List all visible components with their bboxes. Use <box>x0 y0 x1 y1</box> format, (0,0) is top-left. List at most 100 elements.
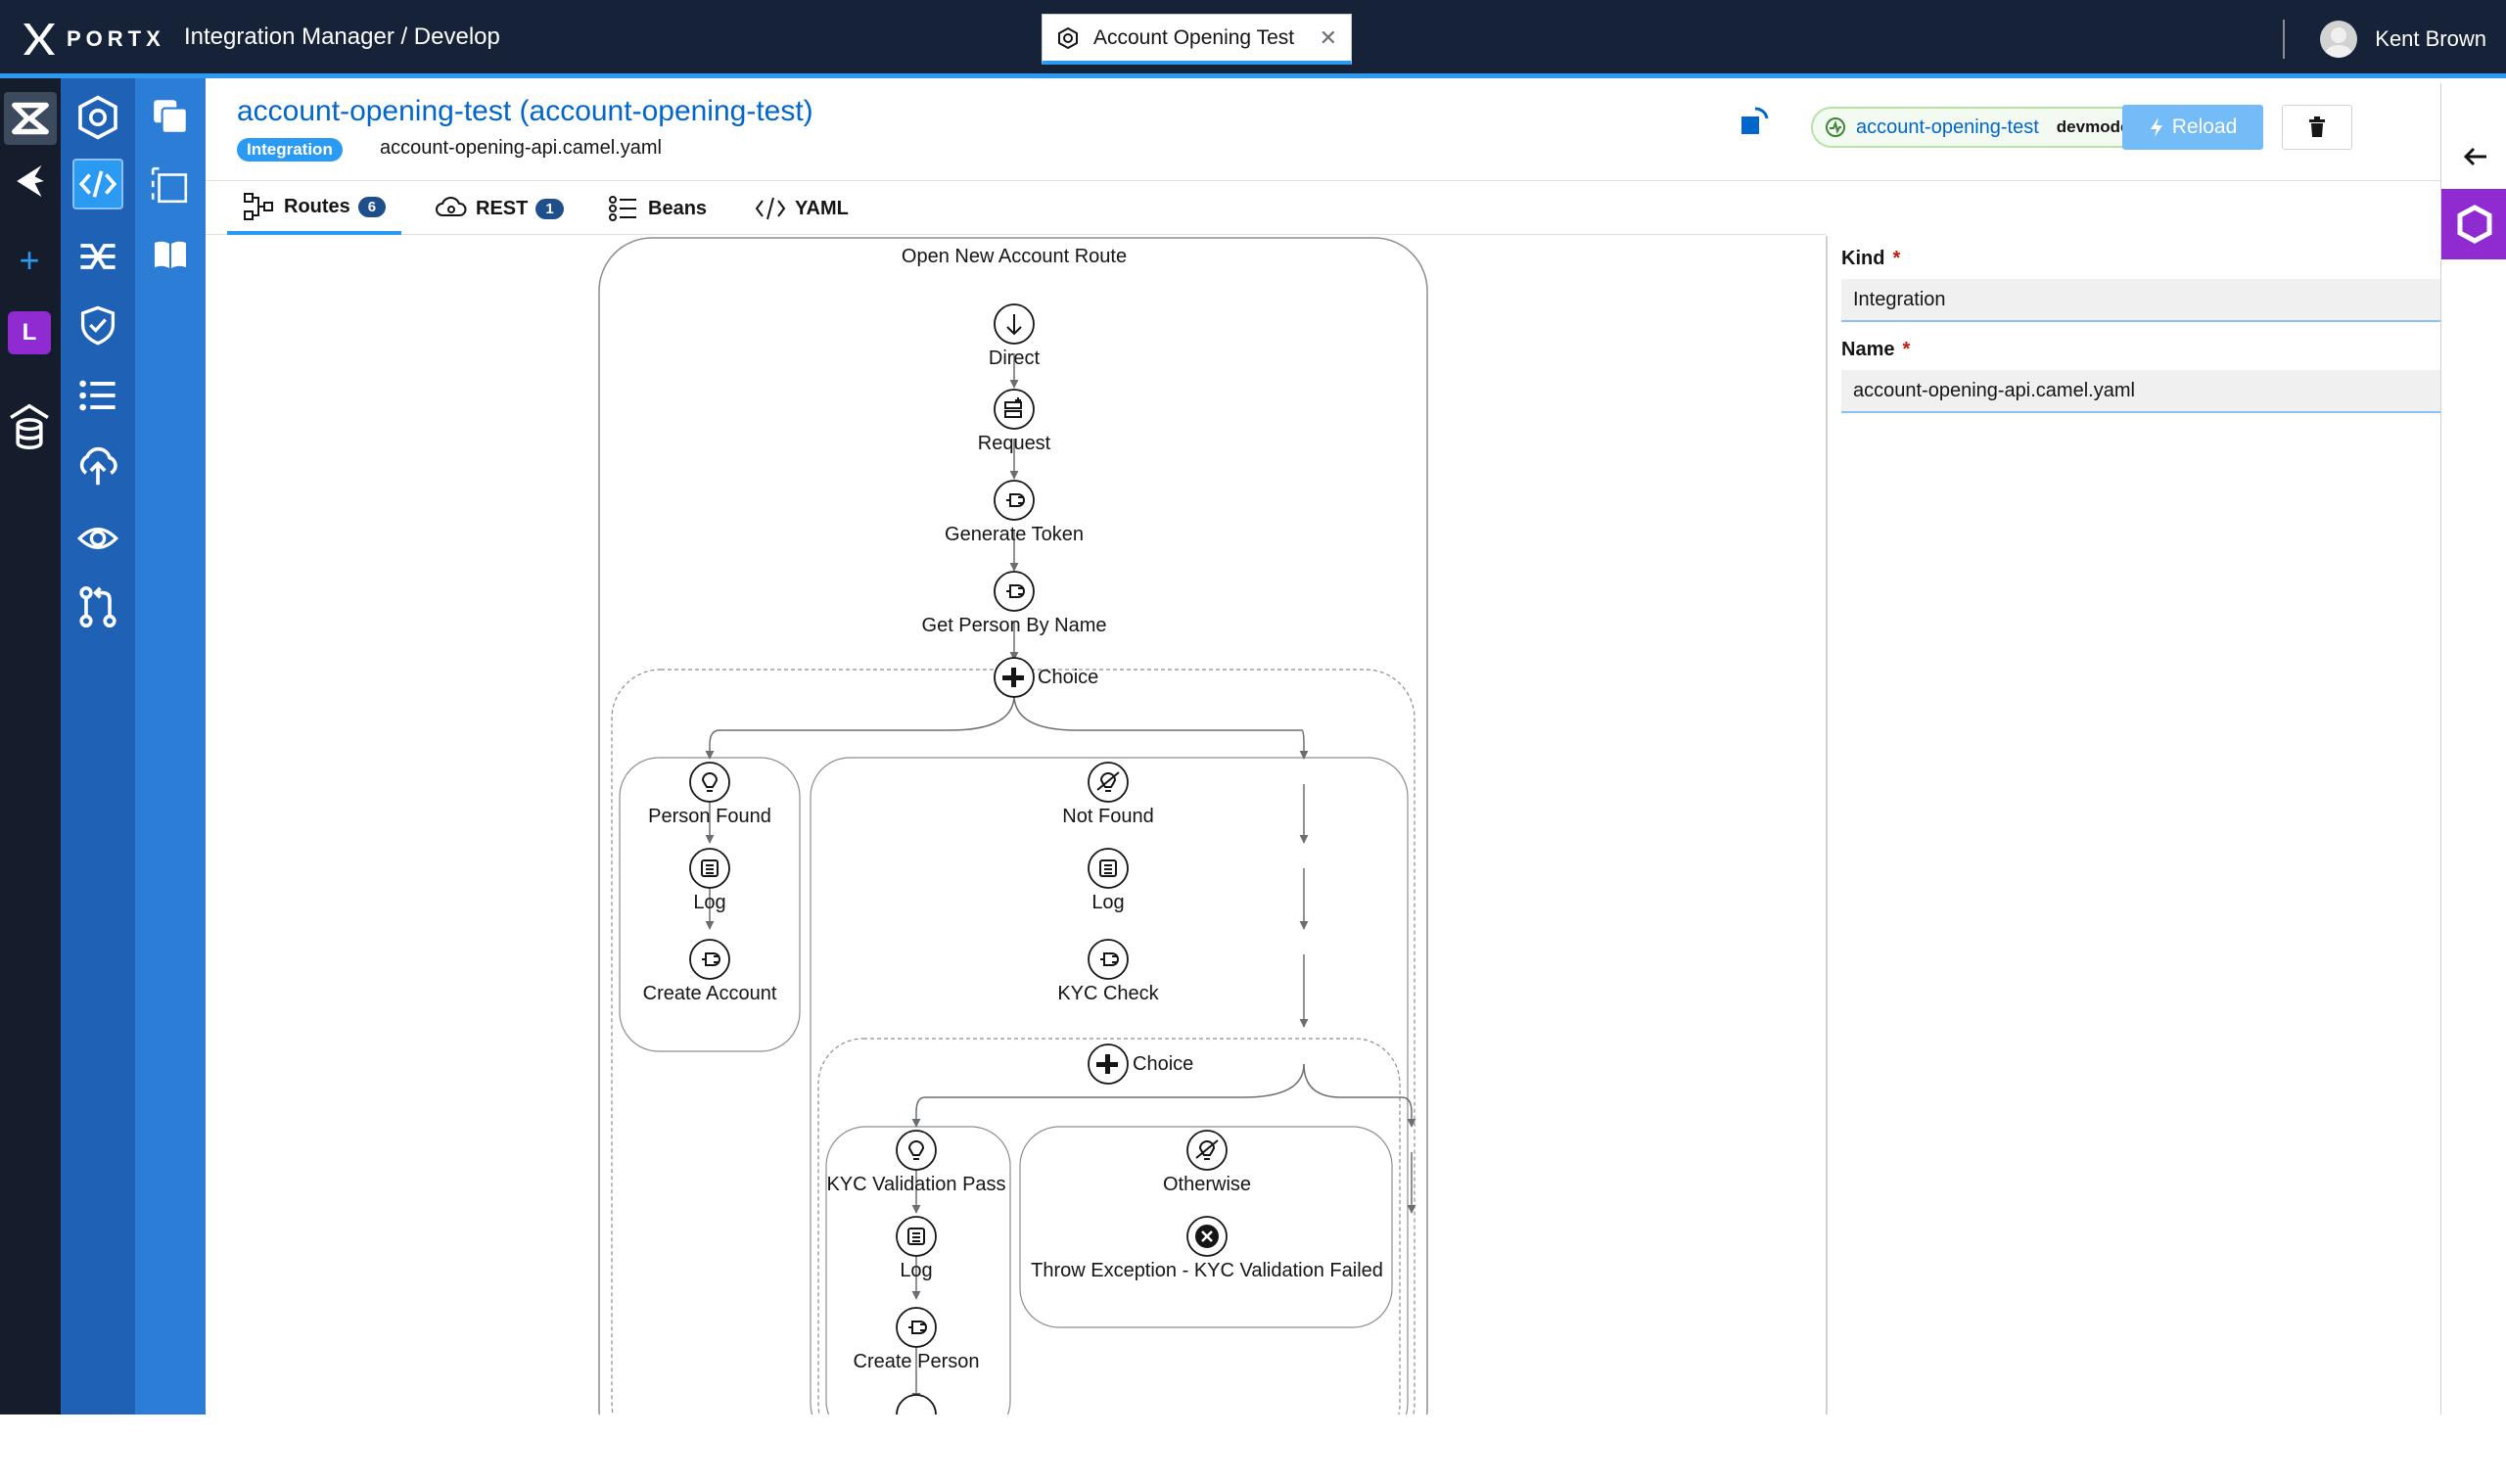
kyc-check-label: KYC Check <box>1057 983 1159 1004</box>
list-icon[interactable] <box>74 374 121 417</box>
kind-field-label: Kind* <box>1841 248 1900 270</box>
database-icon[interactable] <box>6 401 53 452</box>
hexagon-icon <box>1058 26 1078 49</box>
add-icon[interactable]: + <box>19 240 40 280</box>
arrow-left-icon[interactable] <box>2461 142 2490 171</box>
portx-x-icon <box>23 23 55 55</box>
person-found-node[interactable] <box>689 762 730 803</box>
bulb-off-icon <box>1096 771 1120 792</box>
bulb-icon <box>701 772 719 792</box>
tab-label: Routes <box>284 195 350 217</box>
camel-icon[interactable] <box>8 159 53 204</box>
choice-icon <box>1096 1054 1118 1074</box>
kyc-otherwise-group <box>1019 1126 1393 1328</box>
close-icon[interactable]: ✕ <box>1319 24 1337 50</box>
sync-icon[interactable] <box>1738 105 1771 138</box>
choice-group <box>611 669 1415 1414</box>
status-name: account-opening-test <box>1856 116 2039 138</box>
log1-label: Log <box>693 892 726 913</box>
breadcrumb: Integration Manager / Develop <box>184 23 500 50</box>
get-person-label: Get Person By Name <box>921 615 1107 636</box>
book-icon[interactable] <box>149 235 192 274</box>
eye-icon[interactable] <box>74 517 121 560</box>
create-person-label: Create Person <box>853 1351 980 1372</box>
name-field[interactable]: account-opening-api.camel.yaml <box>1841 370 2440 413</box>
shuffle-icon[interactable] <box>74 235 121 278</box>
tool-rail <box>135 78 206 1414</box>
create-account-node[interactable] <box>689 939 730 980</box>
kind-label-text: Kind <box>1841 248 1885 269</box>
type-badge: Integration <box>237 138 343 162</box>
generate-token-node[interactable] <box>994 480 1035 521</box>
tab-label: YAML <box>795 197 849 219</box>
reload-button[interactable]: Reload <box>2122 105 2263 150</box>
generate-token-label: Generate Token <box>945 524 1084 545</box>
request-icon <box>1004 397 1022 418</box>
pull-request-icon[interactable] <box>74 583 121 630</box>
create-account-label: Create Account <box>642 983 777 1004</box>
code-icon[interactable] <box>72 159 123 209</box>
tab-routes[interactable]: Routes 6 <box>227 182 402 235</box>
status-mode: devmode <box>2056 117 2130 136</box>
routes-icon <box>244 193 273 220</box>
create-person-node[interactable] <box>896 1307 937 1348</box>
select-box-icon[interactable] <box>149 164 190 206</box>
route-edges <box>705 353 1416 1402</box>
tab-label: REST <box>476 197 529 219</box>
user-menu[interactable]: Kent Brown <box>2283 20 2486 59</box>
cloud-upload-icon[interactable] <box>74 442 121 489</box>
get-person-node[interactable] <box>994 571 1035 612</box>
right-drawer-strip <box>2440 83 2506 1414</box>
not-found-label: Not Found <box>1062 806 1154 827</box>
next-node[interactable] <box>896 1394 937 1414</box>
otherwise-label: Otherwise <box>1162 1174 1252 1195</box>
plug-icon <box>1006 493 1025 507</box>
log-icon <box>1099 859 1117 877</box>
plug-icon <box>908 1321 927 1334</box>
tab-rest[interactable]: REST 1 <box>419 182 580 235</box>
portx-icon[interactable] <box>4 92 57 145</box>
tab-yaml[interactable]: YAML <box>738 182 864 235</box>
avatar[interactable] <box>2320 21 2358 58</box>
status-badge: account-opening-test devmode <box>1811 107 2152 148</box>
tab-label: Account Opening Test <box>1093 25 1295 49</box>
kind-field[interactable]: Integration <box>1841 279 2440 322</box>
kyc-pass-label: KYC Validation Pass <box>826 1174 1006 1195</box>
arrow-down-icon <box>1006 314 1022 336</box>
copy-files-icon[interactable] <box>149 96 192 137</box>
plug-icon <box>702 952 720 966</box>
rest-cloud-icon <box>436 197 467 216</box>
status-icon <box>1826 117 1845 137</box>
divider <box>2283 20 2286 59</box>
kyc-check-node[interactable] <box>1088 939 1129 980</box>
routes-count: 6 <box>357 196 387 217</box>
design-tabs: Routes 6 REST 1 Beans YAML <box>206 182 1826 235</box>
kaoto-panel-button[interactable] <box>2441 189 2506 259</box>
rest-count: 1 <box>535 198 564 219</box>
log3-label: Log <box>900 1260 933 1281</box>
portx-logo[interactable]: PORTX <box>20 20 165 59</box>
shield-check-icon[interactable] <box>76 303 119 347</box>
route-group <box>598 237 1428 1414</box>
person-found-label: Person Found <box>648 806 771 827</box>
code-icon <box>755 197 786 220</box>
delete-button[interactable] <box>2282 105 2352 150</box>
beans-icon <box>609 196 636 221</box>
log-icon <box>701 859 719 877</box>
file-name: account-opening-api.camel.yaml <box>380 137 662 159</box>
kyc-pass-node[interactable] <box>896 1130 937 1171</box>
hexagon-icon[interactable] <box>74 94 121 141</box>
choice-icon <box>1002 668 1024 687</box>
name-field-label: Name* <box>1841 339 1910 361</box>
reload-label: Reload <box>2171 116 2238 138</box>
user-name: Kent Brown <box>2375 26 2486 51</box>
tab-account-opening-test[interactable]: Account Opening Test ✕ <box>1042 14 1352 65</box>
bolt-icon <box>2150 117 2162 137</box>
l-app-icon[interactable]: L <box>8 311 51 354</box>
hexagon-icon <box>2457 205 2491 244</box>
help-icon[interactable] <box>6 1441 49 1484</box>
choice1-label: Choice <box>1038 667 1099 688</box>
tab-beans[interactable]: Beans <box>591 182 722 235</box>
route-canvas[interactable]: Open New Account Route Direct Request Ge… <box>206 236 1826 1414</box>
tab-label: Beans <box>648 197 708 219</box>
